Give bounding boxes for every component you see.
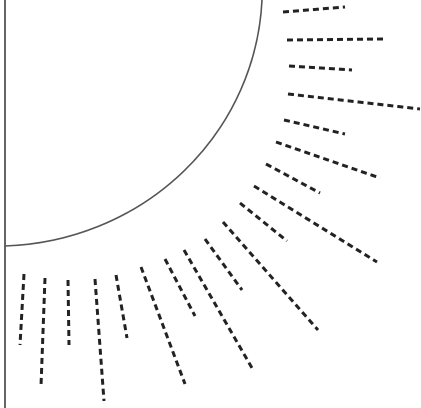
ray-14 <box>141 267 185 384</box>
ray-5 <box>284 120 345 134</box>
ray-13 <box>165 259 195 316</box>
ray-4 <box>288 94 420 109</box>
ray-1 <box>283 7 345 12</box>
sun-rays <box>20 7 420 401</box>
ray-2 <box>287 39 383 40</box>
sun-arc <box>5 0 262 246</box>
ray-7 <box>266 164 320 193</box>
ray-16 <box>95 279 104 401</box>
ray-15 <box>116 275 127 338</box>
ray-19 <box>20 274 24 345</box>
ray-11 <box>205 239 242 290</box>
ray-3 <box>289 66 352 70</box>
ray-6 <box>276 142 380 178</box>
ray-12 <box>184 250 252 368</box>
ray-18 <box>41 278 45 386</box>
ray-10 <box>223 222 318 330</box>
ray-9 <box>240 203 287 241</box>
ray-17 <box>68 280 69 345</box>
ray-8 <box>254 186 377 262</box>
